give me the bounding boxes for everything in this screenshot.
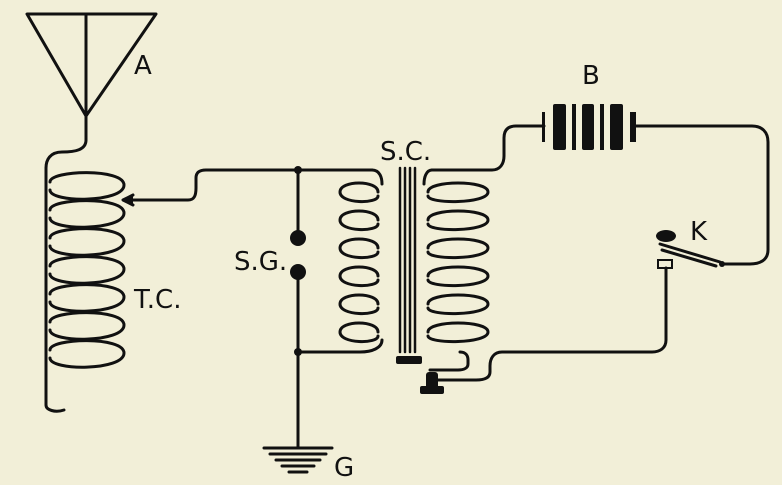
transformer-core [398,166,417,354]
spark-gap-ball-upper [290,230,306,246]
battery-lead [430,124,546,172]
secondary-coil [296,168,490,354]
spark-gap-ball-lower [290,264,306,280]
antenna [25,12,158,142]
return-wire [428,266,668,382]
junction-dot-top [294,166,302,174]
battery-cells [542,104,636,150]
battery-to-key-wire [634,124,770,266]
core-base [396,356,422,364]
label-antenna: A [134,51,152,81]
label-battery: B [582,61,600,91]
coil-tap-arrow [121,168,374,207]
label-tuning-coil: T.C. [133,285,181,315]
telegraph-key [658,242,722,268]
label-secondary-coil: S.C. [380,137,431,167]
ground-symbol [262,446,334,474]
binding-post-base [420,386,444,394]
label-ground: G [334,453,354,481]
tuning-coil [44,138,126,413]
binding-post [426,372,438,390]
key-knob [656,230,676,242]
junction-dot-bottom [294,348,302,356]
label-key: K [690,217,708,247]
key-pivot [719,261,725,267]
label-spark-gap: S.G. [234,247,287,277]
key-contact [657,259,673,269]
